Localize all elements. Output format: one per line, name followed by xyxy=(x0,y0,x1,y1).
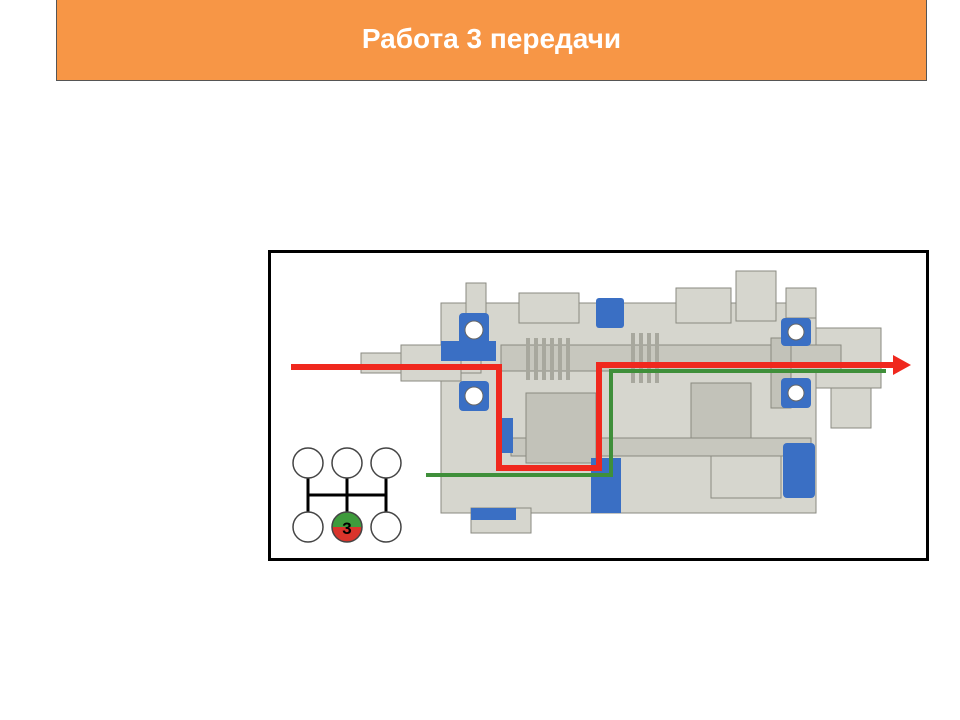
gear-shift-pattern: 3 xyxy=(292,447,402,543)
gearbox-diagram: 3 xyxy=(291,270,911,543)
power-flow-arrow-head xyxy=(893,355,911,375)
gearbox-diagram-frame: 3 xyxy=(268,250,929,561)
power-flow-green-path xyxy=(426,369,886,477)
slide-title-bar: Работа 3 передачи xyxy=(56,0,927,81)
selected-gear-indicator: 3 xyxy=(331,511,363,543)
power-flow-red-path xyxy=(291,362,896,471)
selected-gear-label: 3 xyxy=(342,519,351,538)
slide-title: Работа 3 передачи xyxy=(361,23,622,54)
